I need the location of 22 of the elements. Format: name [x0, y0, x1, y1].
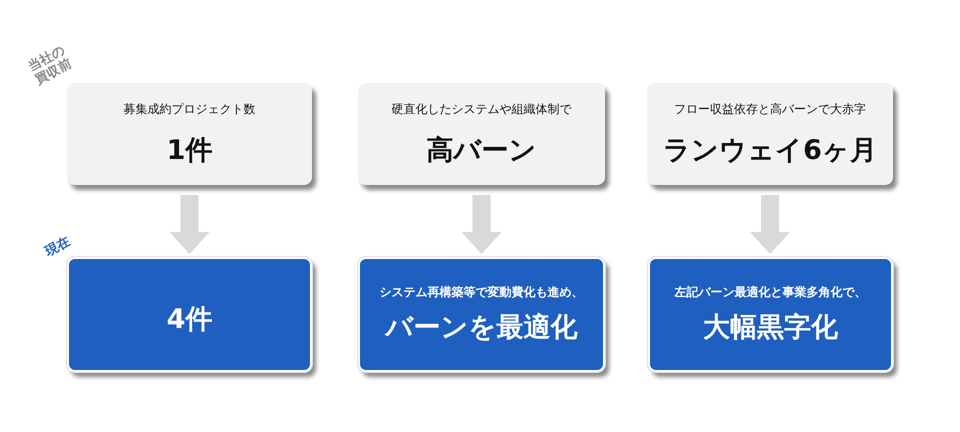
block-arrow [462, 195, 502, 254]
caption-text: 募集成約プロジェクト数 [124, 100, 256, 118]
before-card [647, 83, 893, 185]
headline-text: ランウェイ6ヶ月 [663, 134, 877, 168]
before-card [358, 83, 605, 185]
headline-text: 高バーン [426, 134, 536, 168]
caption-text: フロー収益依存と高バーンで大赤字 [674, 100, 866, 118]
after-card [648, 257, 893, 372]
caption-text: 左記バーン最適化と事業多角化で、 [674, 284, 866, 301]
headline-text: 4件 [166, 302, 212, 336]
before-card [67, 83, 312, 185]
headline-text: 大幅黒字化 [703, 311, 838, 345]
after-card [67, 257, 312, 372]
after-card [358, 257, 605, 372]
headline-text: 1件 [166, 134, 212, 168]
caption-text: 硬直化したシステムや組織体制で [392, 100, 572, 118]
stage-label: 現在 [42, 233, 74, 260]
block-arrow [750, 195, 790, 254]
block-arrow [170, 195, 210, 254]
headline-text: バーンを最適化 [386, 311, 578, 345]
stage-label: 当社の買収前 [26, 42, 76, 88]
caption-text: システム再構築等で変動費化も進め、 [380, 284, 584, 301]
